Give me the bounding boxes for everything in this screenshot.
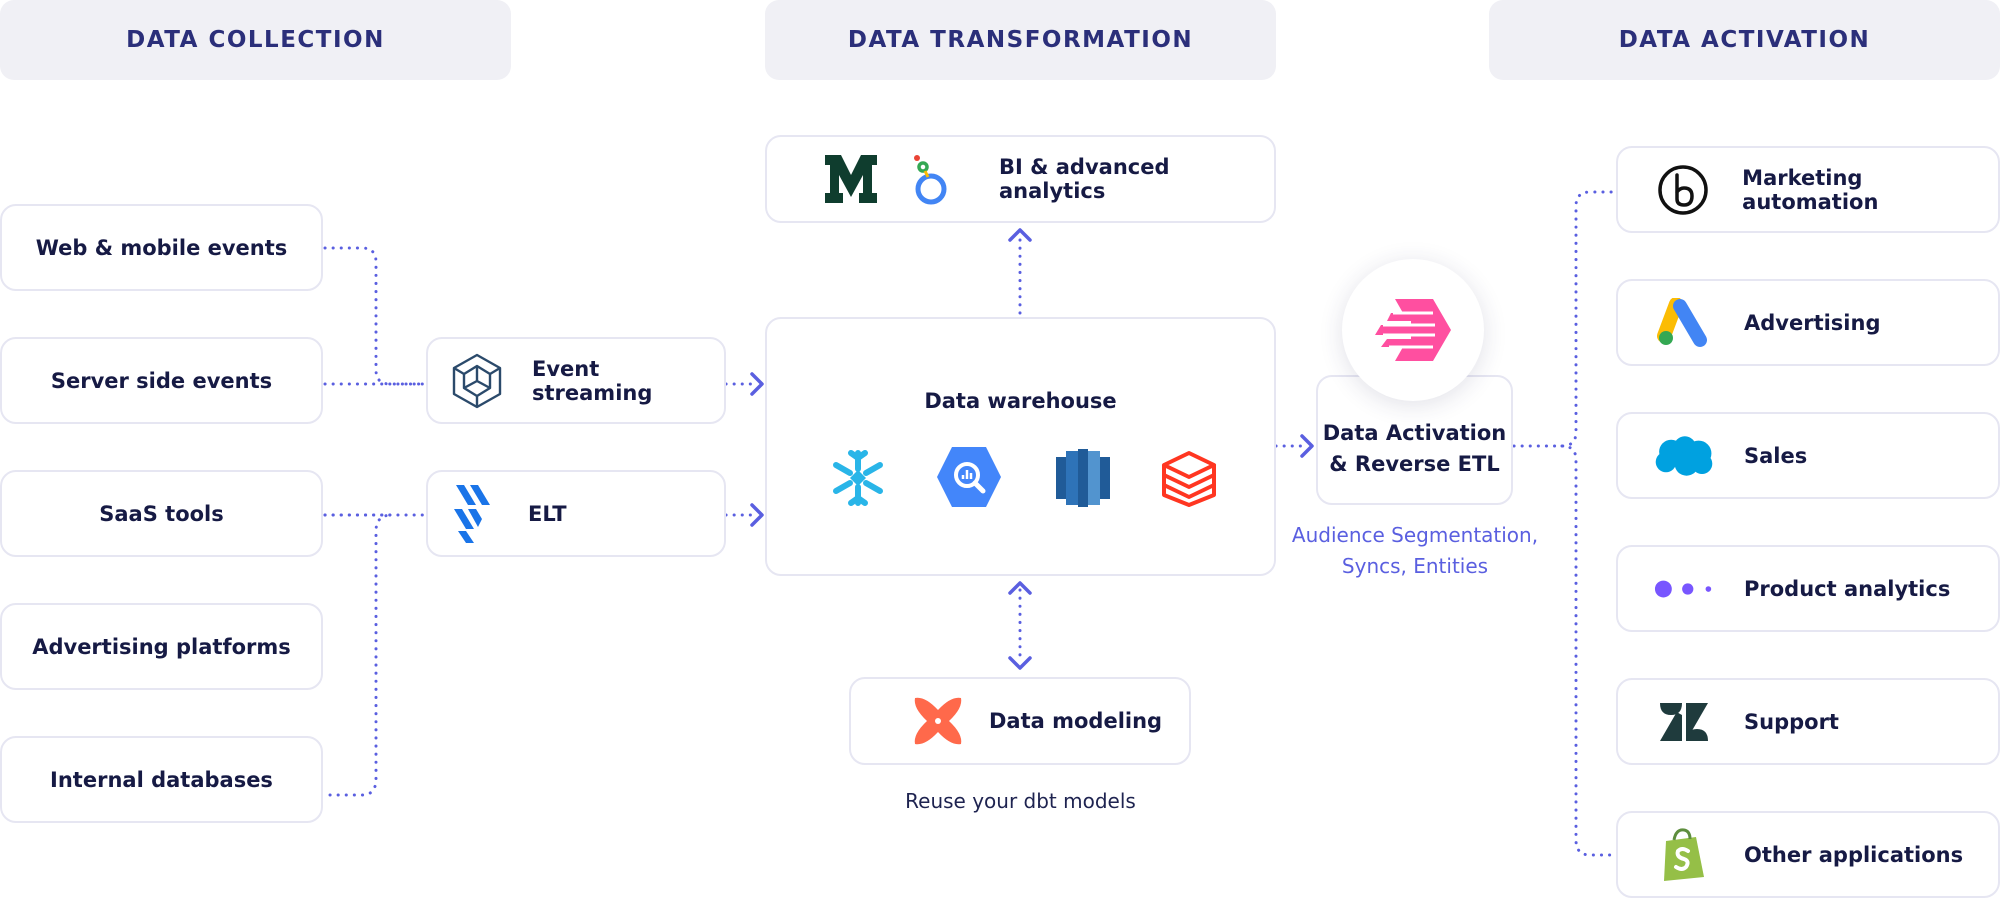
destination-other-applications: Other applications (1616, 811, 2000, 898)
destination-label: Other applications (1744, 842, 1964, 867)
destination-label: Product analytics (1744, 576, 1951, 601)
data-modeling-box: Data modeling (849, 677, 1191, 765)
google-ads-icon (1654, 293, 1714, 353)
destination-label: Sales (1744, 443, 1808, 468)
hightouch-logo (1342, 259, 1484, 401)
snowflake-icon (827, 447, 889, 514)
databricks-icon (1160, 449, 1218, 512)
mixpanel-dots-icon (1654, 559, 1714, 619)
metabase-m-icon (823, 153, 879, 205)
data-modeling-label: Data modeling (989, 709, 1163, 733)
source-internal-databases: Internal databases (0, 736, 323, 823)
header-data-activation: DATA ACTIVATION (1489, 0, 2000, 80)
bi-analytics-box: BI & advanced analytics (765, 135, 1276, 223)
activation-label-line1: Data Activation (1322, 421, 1507, 445)
shopify-icon (1654, 825, 1714, 885)
header-data-transformation: DATA TRANSFORMATION (765, 0, 1276, 80)
destination-marketing-automation: Marketing automation (1616, 146, 2000, 233)
fivetran-icon (450, 483, 496, 545)
redshift-icon (1054, 447, 1112, 514)
data-warehouse-label: Data warehouse (924, 389, 1117, 413)
hightouch-icon (1375, 299, 1451, 361)
activation-caption-line2: Syncs, Entities (1341, 554, 1489, 578)
event-streaming-box: Event streaming (426, 337, 726, 424)
data-warehouse-box: Data warehouse (765, 317, 1276, 576)
destination-product-analytics: Product analytics (1616, 545, 2000, 632)
destination-support: Support (1616, 678, 2000, 765)
source-server-side-events: Server side events (0, 337, 323, 424)
destination-advertising: Advertising (1616, 279, 2000, 366)
dbt-icon (911, 694, 965, 748)
destination-label: Support (1744, 709, 1839, 734)
source-advertising-platforms: Advertising platforms (0, 603, 323, 690)
dbt-models-caption: Reuse your dbt models (905, 789, 1136, 813)
braze-icon (1654, 160, 1712, 220)
header-data-collection: DATA COLLECTION (0, 0, 511, 80)
activation-label-line2: & Reverse ETL (1329, 452, 1500, 476)
zendesk-icon (1654, 692, 1714, 752)
elt-label: ELT (528, 501, 567, 526)
elt-box: ELT (426, 470, 726, 557)
bi-analytics-label: BI & advanced analytics (999, 155, 1170, 203)
activation-caption: Audience Segmentation, Syncs, Entities (1290, 520, 1540, 582)
destination-sales: Sales (1616, 412, 2000, 499)
looker-icon (911, 151, 949, 207)
salesforce-icon (1654, 426, 1714, 486)
destination-label: Marketing automation (1742, 165, 1879, 214)
destination-label: Advertising (1744, 310, 1881, 335)
activation-caption-line1: Audience Segmentation, (1291, 523, 1539, 547)
event-streaming-icon (448, 352, 506, 410)
event-streaming-label: Event streaming (532, 356, 653, 405)
source-saas-tools: SaaS tools (0, 470, 323, 557)
bigquery-icon (935, 445, 1003, 514)
source-web-mobile-events: Web & mobile events (0, 204, 323, 291)
